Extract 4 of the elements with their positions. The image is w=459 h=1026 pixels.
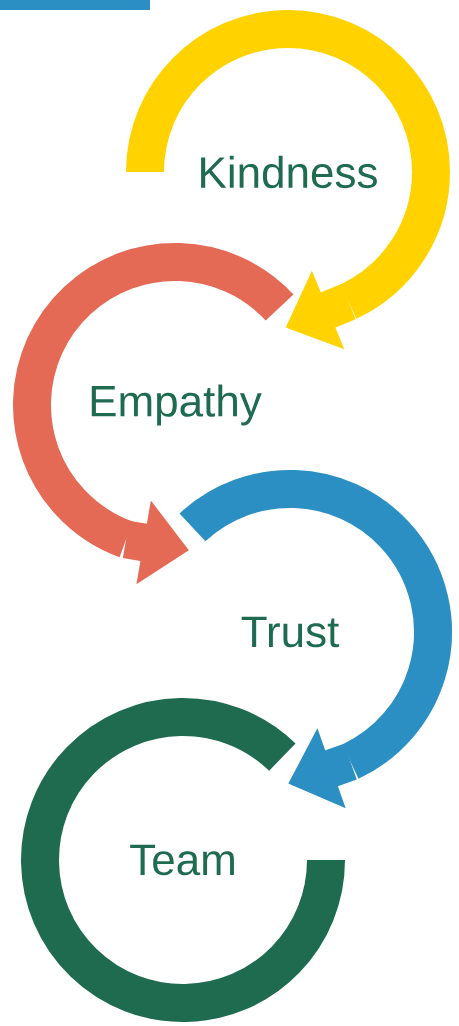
ring-label: Empathy <box>13 243 293 558</box>
ring-label: Trust <box>180 470 452 779</box>
ring-label: Team <box>21 698 345 1022</box>
ring-label: Kindness <box>126 10 450 319</box>
